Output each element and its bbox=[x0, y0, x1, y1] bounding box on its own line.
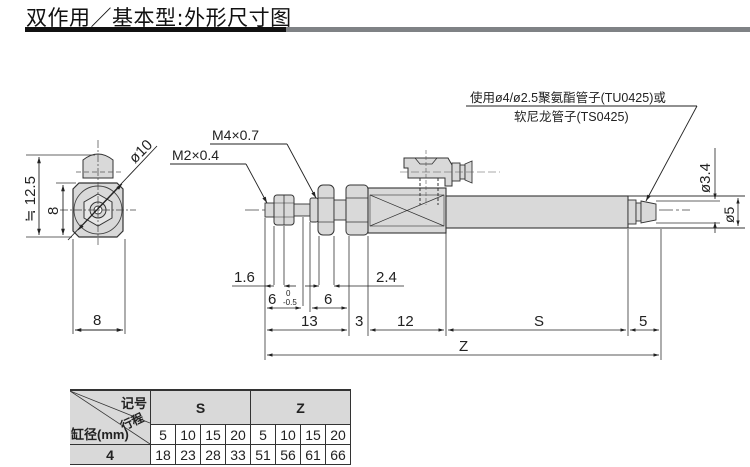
callout-thread-rod: M2×0.4 bbox=[172, 147, 219, 163]
piston-rod bbox=[293, 203, 311, 217]
stroke-cell: 15 bbox=[200, 424, 226, 445]
value-cell: 66 bbox=[325, 444, 351, 465]
stroke-cell: 5 bbox=[250, 424, 276, 445]
dim-stroke-s: S bbox=[534, 313, 544, 330]
side-port-fitting bbox=[400, 150, 500, 205]
table-row: 4 18 23 28 33 51 56 61 66 bbox=[70, 444, 351, 465]
value-cell: 33 bbox=[225, 444, 251, 465]
end-view-dim-width: 8 bbox=[93, 312, 101, 329]
corner-label-bore: 缸径(mm) bbox=[71, 427, 129, 442]
value-cell: 18 bbox=[150, 444, 176, 465]
dim-12: 12 bbox=[397, 313, 414, 330]
dim-6-tol-upper: 0 bbox=[286, 289, 291, 298]
rear-fitting bbox=[627, 199, 657, 225]
group-header-s: S bbox=[150, 389, 251, 425]
cylinder-tube bbox=[445, 195, 629, 229]
dim-dia-5: ø5 bbox=[721, 206, 737, 223]
dim-dia-3-4: ø3.4 bbox=[697, 163, 714, 193]
stroke-cell: 10 bbox=[275, 424, 301, 445]
callout-thread-mount: M4×0.7 bbox=[212, 127, 259, 143]
side-view: M2×0.4 M4×0.7 使用ø4/ø2.5聚氨酯管子(TU0425)或 软尼… bbox=[170, 90, 745, 360]
mount-nut bbox=[317, 184, 335, 236]
dim-1-6: 1.6 bbox=[234, 269, 255, 286]
dim-6-toleranced: 6 bbox=[268, 291, 276, 308]
corner-label-code: 记号 bbox=[120, 396, 147, 411]
dim-6: 6 bbox=[324, 291, 332, 308]
page-title: 双作用／基本型:外形尺寸图 bbox=[26, 6, 292, 30]
value-cell: 23 bbox=[175, 444, 201, 465]
end-view-dim-diameter: ø10 bbox=[126, 137, 156, 167]
value-cell: 51 bbox=[250, 444, 276, 465]
end-view-port-fitting bbox=[76, 153, 122, 179]
bore-cell: 4 bbox=[70, 444, 151, 465]
dim-2-4: 2.4 bbox=[376, 269, 397, 286]
rod-tip bbox=[264, 202, 275, 218]
end-view-dim-height-total: ≒ 12.5 bbox=[22, 176, 39, 222]
stroke-cell: 5 bbox=[150, 424, 176, 445]
dim-3: 3 bbox=[355, 313, 363, 330]
dim-overall-z: Z bbox=[459, 338, 468, 355]
dim-5: 5 bbox=[639, 313, 647, 330]
spec-table: 记号 行程 缸径(mm) S Z 5 10 15 20 5 10 15 20 4… bbox=[70, 389, 351, 465]
stroke-cell: 20 bbox=[225, 424, 251, 445]
head-cap bbox=[345, 184, 369, 236]
end-view: ø10 ≒ 12.5 8 8 bbox=[22, 137, 158, 334]
group-header-z: Z bbox=[250, 389, 351, 425]
title-underline-grey bbox=[286, 27, 750, 32]
callout-tubing-line1: 使用ø4/ø2.5聚氨酯管子(TU0425)或 bbox=[470, 90, 666, 105]
title-underline-dark bbox=[25, 27, 286, 32]
spec-table-corner: 记号 行程 缸径(mm) bbox=[70, 389, 151, 445]
value-cell: 56 bbox=[275, 444, 301, 465]
stroke-cell: 20 bbox=[325, 424, 351, 445]
dim-13: 13 bbox=[301, 313, 318, 330]
dim-6-tol-lower: -0.5 bbox=[283, 298, 297, 307]
stroke-cell: 10 bbox=[175, 424, 201, 445]
value-cell: 28 bbox=[200, 444, 226, 465]
callout-tubing-line2: 软尼龙管子(TS0425) bbox=[514, 109, 629, 124]
end-view-dim-height-body: 8 bbox=[45, 207, 62, 215]
corner-diagonals bbox=[70, 391, 150, 444]
stroke-cell: 15 bbox=[300, 424, 326, 445]
value-cell: 61 bbox=[300, 444, 326, 465]
spec-table-header-row: 记号 行程 缸径(mm) S Z bbox=[70, 389, 351, 445]
